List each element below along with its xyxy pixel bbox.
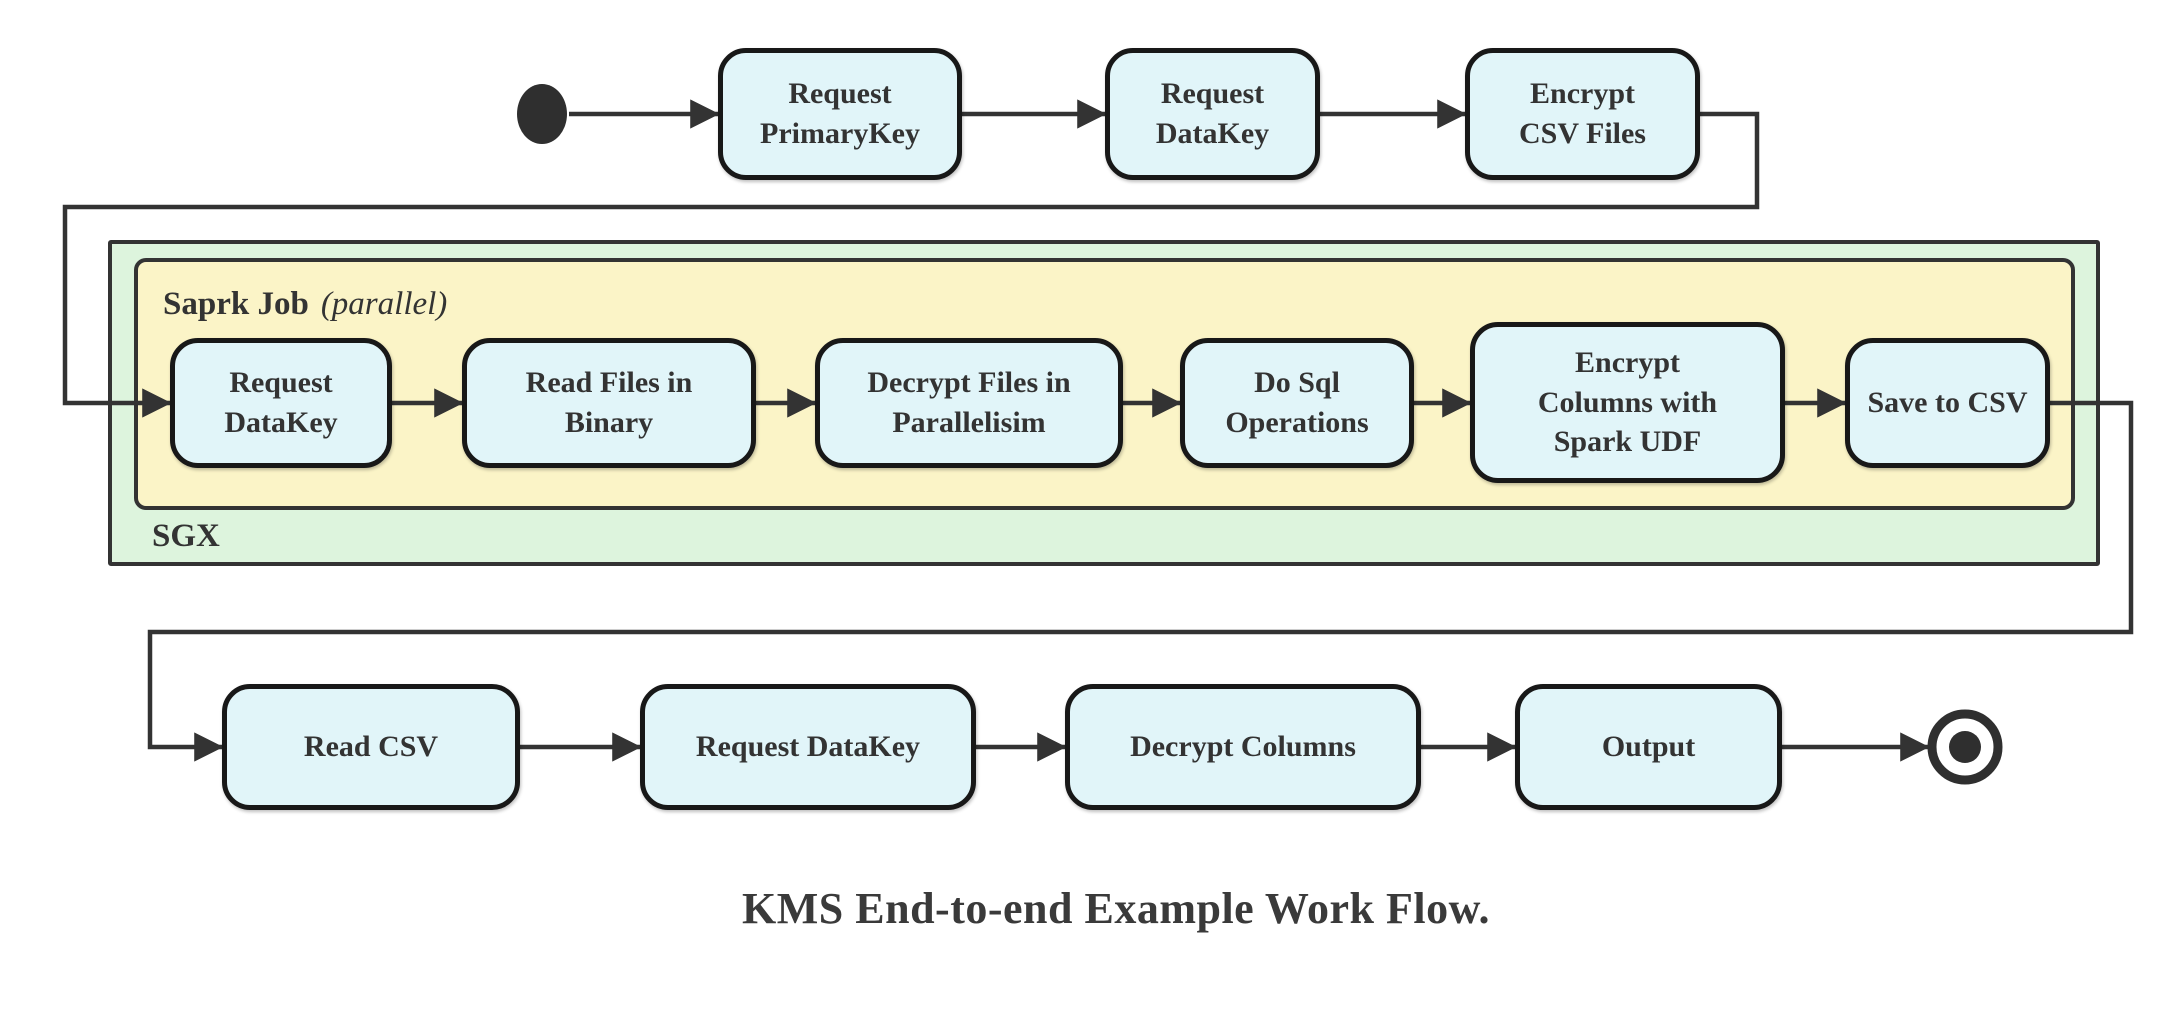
start-state-icon bbox=[517, 84, 567, 144]
end-state-icon bbox=[1927, 709, 2003, 785]
arrow-encrypt-csv-to-sgx-request-datakey bbox=[62, 111, 1760, 418]
arrow-save-csv-to-read-csv bbox=[147, 400, 2134, 762]
